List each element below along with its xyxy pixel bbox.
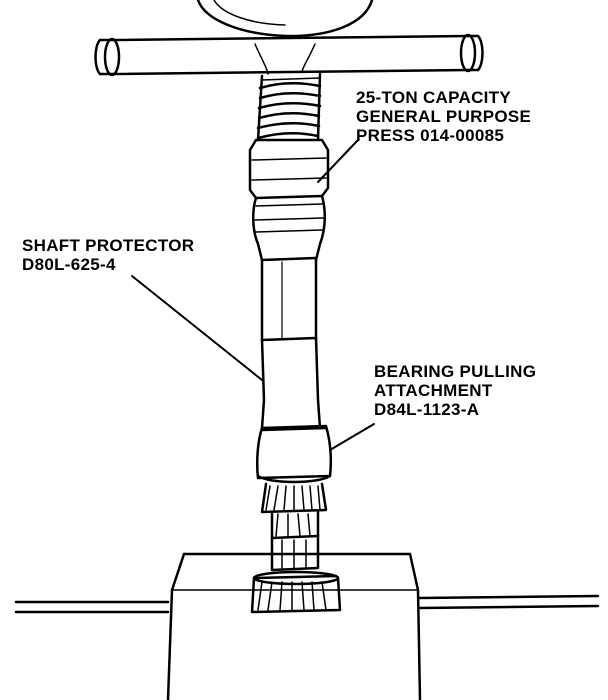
label-shaft-protector-line2: D80L-625-4 [22,255,116,274]
gear-stack [250,482,342,614]
press-crossbar [94,33,484,77]
support-block [166,552,422,700]
table-lines [14,594,600,614]
leader-press [317,139,359,183]
label-press-line1: 25-TON CAPACITY [356,88,512,107]
label-bearing-attachment-line3: D84L-1123-A [374,400,480,419]
leader-bearing-attachment [329,423,375,451]
label-press-line2: GENERAL PURPOSE [356,107,532,126]
press-screw [256,72,322,142]
label-press-line3: PRESS 014-00085 [356,126,505,145]
bearing-attachment [255,424,333,484]
label-press: 25-TON CAPACITY GENERAL PURPOSE PRESS 01… [356,88,531,145]
label-bearing-attachment-line2: ATTACHMENT [374,381,493,400]
label-shaft-protector-line1: SHAFT PROTECTOR [22,236,195,255]
label-bearing-attachment: BEARING PULLING ATTACHMENT D84L-1123-A [374,362,536,419]
leader-shaft-protector [131,275,263,381]
press-ram [196,0,374,38]
label-shaft-protector: SHAFT PROTECTOR D80L-625-4 [22,236,194,274]
shaft-protector-body [248,138,330,430]
label-bearing-attachment-line1: BEARING PULLING [374,362,537,381]
